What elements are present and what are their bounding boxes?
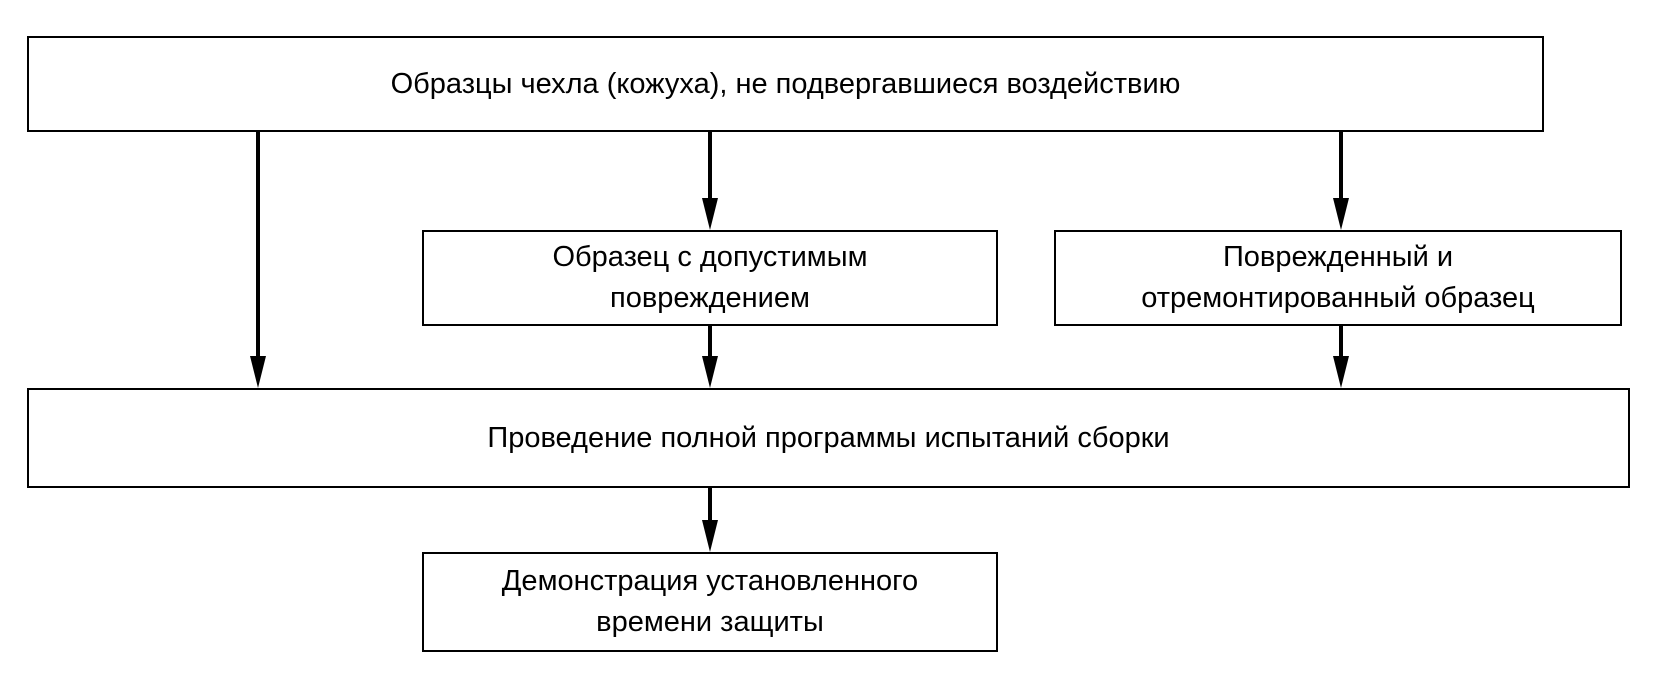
node-protection-time-demonstration-line-1: Демонстрация установленного	[501, 565, 919, 597]
node-repaired-sample: Поврежденный и отремонтированный образец	[1054, 230, 1622, 326]
arrowhead-repaired-to-program	[1333, 356, 1349, 388]
node-acceptable-damage-sample-line-1: Образец с допустимым	[552, 241, 868, 273]
node-acceptable-damage-sample: Образец с допустимым повреждением	[422, 230, 998, 326]
arrowhead-top-to-acceptable-damage	[702, 198, 718, 230]
node-protection-time-demonstration-line-2: времени защиты	[596, 606, 824, 638]
node-full-test-program-label: Проведение полной программы испытаний сб…	[487, 421, 1170, 454]
node-untreated-samples: Образцы чехла (кожуха), не подвергавшиес…	[27, 36, 1544, 132]
arrowhead-acceptable-damage-to-program	[702, 356, 718, 388]
node-repaired-sample-line-2: отремонтированный образец	[1141, 282, 1535, 314]
node-acceptable-damage-sample-text: Образец с допустимым повреждением	[552, 237, 867, 319]
node-protection-time-demonstration: Демонстрация установленного времени защи…	[422, 552, 998, 652]
arrowhead-top-to-program	[250, 356, 266, 388]
node-protection-time-demonstration-text: Демонстрация установленного времени защи…	[502, 561, 918, 643]
arrowhead-top-to-repaired	[1333, 198, 1349, 230]
node-repaired-sample-text: Поврежденный и отремонтированный образец	[1141, 237, 1535, 319]
node-acceptable-damage-sample-line-2: повреждением	[610, 282, 810, 314]
node-untreated-samples-label: Образцы чехла (кожуха), не подвергавшиес…	[390, 67, 1181, 100]
node-repaired-sample-line-1: Поврежденный и	[1222, 241, 1454, 273]
node-full-test-program: Проведение полной программы испытаний сб…	[27, 388, 1630, 488]
arrowhead-program-to-demonstration	[702, 520, 718, 552]
